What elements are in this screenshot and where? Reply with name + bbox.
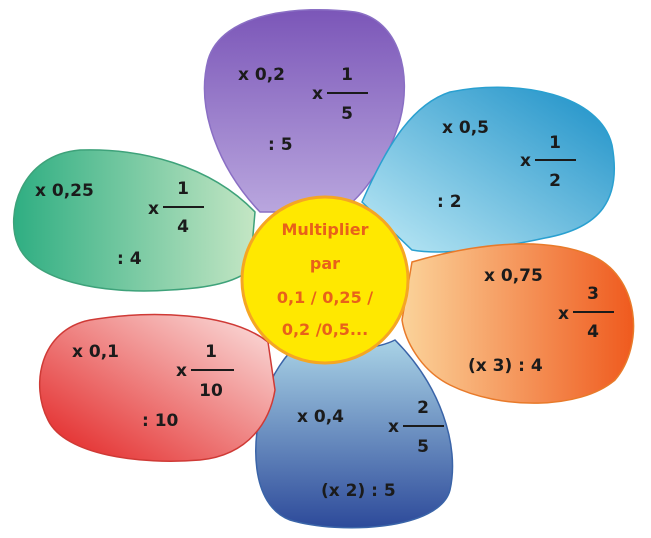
- bottom-left-frac-prefix: x: [176, 361, 187, 381]
- bottom-decimal: x 0,4: [297, 407, 344, 427]
- left-decimal: x 0,25: [35, 181, 94, 201]
- right-division: (x 3) : 4: [468, 356, 543, 376]
- center-line-1: Multiplier: [281, 220, 368, 239]
- bottom-denominator: 5: [417, 437, 429, 457]
- top-denominator: 5: [341, 104, 353, 124]
- bottom-left-denominator: 10: [199, 381, 223, 401]
- top-right-frac-prefix: x: [520, 151, 531, 171]
- left-division: : 4: [117, 249, 142, 269]
- right-decimal: x 0,75: [484, 266, 543, 286]
- left-denominator: 4: [177, 217, 189, 237]
- bottom-left-numerator: 1: [205, 342, 217, 362]
- right-denominator: 4: [587, 322, 599, 342]
- top-decimal: x 0,2: [238, 65, 285, 85]
- center-circle: [240, 195, 410, 365]
- right-frac-prefix: x: [558, 304, 569, 324]
- left-numerator: 1: [177, 179, 189, 199]
- right-numerator: 3: [587, 284, 599, 304]
- top-frac-prefix: x: [312, 84, 323, 104]
- petal-right: [401, 243, 635, 404]
- center-line-4: 0,2 /0,5...: [282, 320, 368, 339]
- center-line-3: 0,1 / 0,25 /: [277, 288, 373, 307]
- left-frac-prefix: x: [148, 199, 159, 219]
- top-right-division: : 2: [437, 192, 462, 212]
- bottom-division: (x 2) : 5: [321, 481, 396, 501]
- bottom-left-decimal: x 0,1: [72, 342, 119, 362]
- bottom-left-division: : 10: [142, 411, 179, 431]
- petal-bottom-left: [38, 313, 276, 462]
- top-right-numerator: 1: [549, 133, 561, 153]
- top-right-decimal: x 0,5: [442, 118, 489, 138]
- center-line-2: par: [310, 254, 340, 273]
- top-right-denominator: 2: [549, 171, 561, 191]
- bottom-frac-prefix: x: [388, 417, 399, 437]
- top-numerator: 1: [341, 65, 353, 85]
- bottom-numerator: 2: [417, 398, 429, 418]
- petal-left: [12, 149, 256, 292]
- top-division: : 5: [268, 135, 293, 155]
